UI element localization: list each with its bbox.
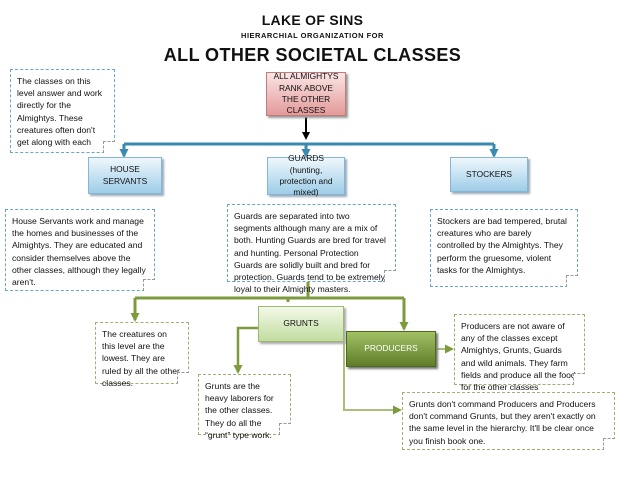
grunts-to-relation [343, 342, 402, 415]
relation-note-text: Grunts don't command Producers and Produ… [409, 399, 596, 446]
house-servants-label: HOUSE SERVANTS [102, 164, 148, 186]
producers-note: Producers are not aware of any of the cl… [454, 314, 585, 392]
grunts-note: Grunts are the heavy laborers for the ot… [198, 374, 291, 440]
note-fold [603, 438, 615, 450]
house-servants-box: HOUSE SERVANTS [88, 157, 162, 194]
grunts-box: GRUNTS [258, 306, 344, 342]
note-fold [566, 275, 578, 287]
level-note: The classes on this level answer and wor… [10, 69, 115, 153]
page-subtitle: HIERARCHIAL ORGANIZATION FOR [241, 31, 384, 40]
almightys-box: ALL ALMIGHTYS RANK ABOVE THE OTHER CLASS… [266, 71, 346, 116]
note-fold [103, 141, 115, 153]
stockers-note-text: Stockers are bad tempered, brutal creatu… [437, 216, 567, 275]
note-fold [279, 423, 291, 435]
grunts-to-note [233, 326, 258, 374]
guards-note: Guards are separated into two segments a… [227, 204, 396, 294]
grunts-note-text: Grunts are the heavy laborers for the ot… [205, 381, 274, 440]
level-note-text: The classes on this level answer and wor… [17, 76, 103, 148]
note-fold [384, 270, 396, 282]
guards-label: GUARDS (hunting, protection and mixed) [279, 153, 333, 198]
note-fold [143, 279, 155, 291]
relation-note: Grunts don't command Producers and Produ… [402, 392, 615, 450]
stockers-label: STOCKERS [466, 168, 512, 179]
lowest-level-note: The creatures on this level are the lowe… [95, 322, 189, 388]
stockers-box: STOCKERS [450, 157, 528, 192]
almightys-label: ALL ALMIGHTYS RANK ABOVE THE OTHER CLASS… [273, 71, 339, 116]
stockers-note: Stockers are bad tempered, brutal creatu… [430, 209, 578, 287]
lowest-level-note-text: The creatures on this level are the lowe… [102, 329, 180, 388]
guards-box: GUARDS (hunting, protection and mixed) [267, 153, 345, 197]
house-servants-note-text: House Servants work and manage the homes… [12, 216, 146, 288]
producers-note-text: Producers are not aware of any of the cl… [461, 321, 576, 393]
producers-label: PRODUCERS [364, 343, 418, 354]
page-title: LAKE OF SINS [261, 12, 364, 28]
page-heading: ALL OTHER SOCIETAL CLASSES [163, 45, 462, 65]
note-fold [177, 372, 189, 384]
house-servants-note: House Servants work and manage the homes… [5, 209, 155, 291]
note-fold [573, 373, 585, 385]
grunts-label: GRUNTS [283, 318, 319, 329]
guards-note-text: Guards are separated into two segments a… [234, 211, 386, 295]
producers-box: PRODUCERS [346, 331, 436, 367]
